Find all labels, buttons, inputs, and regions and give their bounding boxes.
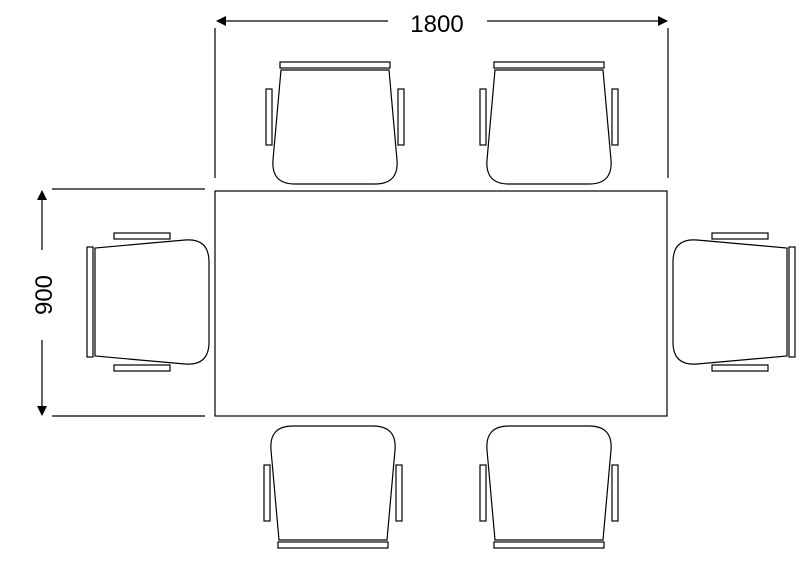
length-label: 1800: [410, 11, 463, 38]
width-label: 900: [31, 275, 58, 315]
chair-top-left: [265, 61, 405, 185]
table: [214, 190, 668, 417]
width-dimension: [37, 188, 205, 417]
chair-bottom-right: [479, 425, 619, 549]
length-dimension: [214, 16, 669, 178]
chair-top-right: [479, 61, 619, 185]
chair-right: [672, 232, 796, 372]
chair-left: [86, 232, 210, 372]
chair-bottom-left: [263, 425, 403, 549]
